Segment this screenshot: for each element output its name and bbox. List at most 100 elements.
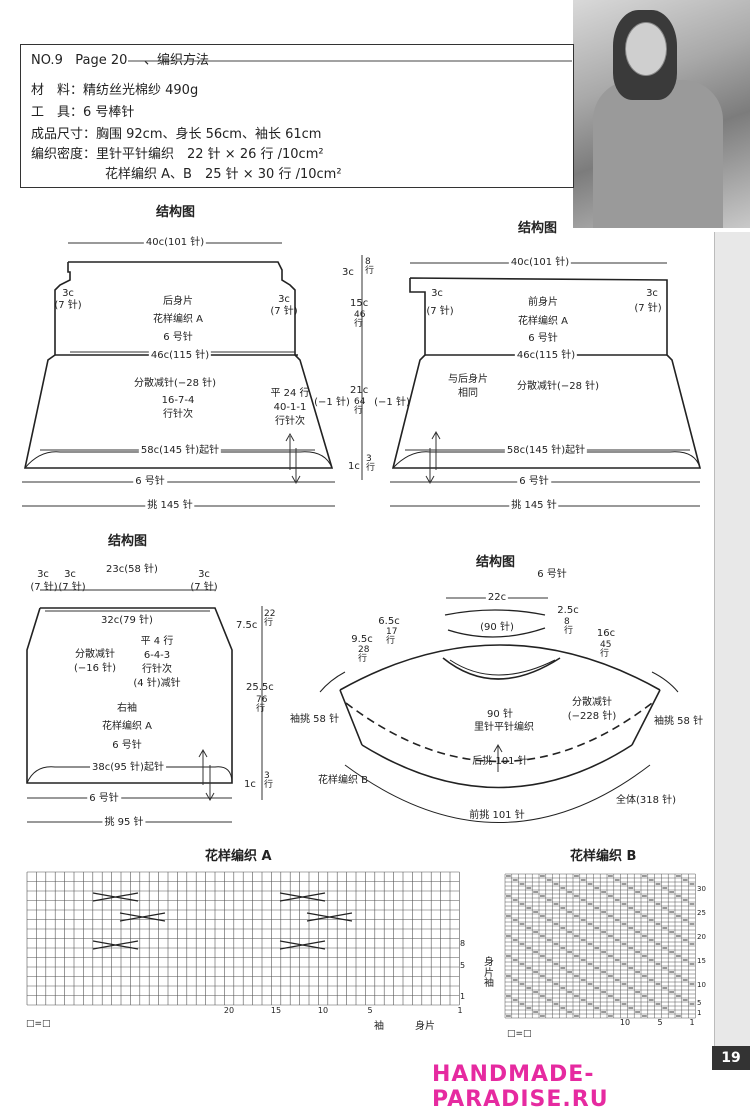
chart-b-grid: [504, 873, 696, 1019]
back-left-3c: 3c: [62, 288, 74, 299]
back-flat: 平 24 行: [270, 388, 310, 399]
back-needle-bottom: 6 号针: [133, 476, 167, 487]
yoke-needle: 6 号针: [537, 569, 567, 580]
chart-b-title: 花样编织 B: [570, 849, 637, 864]
dim-46rows: 46 行: [354, 310, 366, 329]
front-left-3c: 3c: [431, 288, 443, 299]
chart-a-col15: 15: [270, 1006, 282, 1015]
yoke-w22: 22c: [485, 592, 509, 603]
gauge-line-2: 花样编织 A、B 25 针 × 30 行 /10cm²: [105, 167, 342, 182]
side-strip: [714, 232, 750, 1048]
back-rule2: 行针次: [163, 409, 193, 420]
yoke-n90b: 90 针: [487, 709, 513, 720]
dim-3rows: 3 行: [366, 454, 376, 473]
back-rule: 16-7-4: [161, 395, 195, 406]
yoke-a4: 16c: [596, 628, 616, 639]
chart-a-body-mark: 身片: [415, 1021, 435, 1032]
chart-b-row30: 30: [697, 885, 706, 893]
size-line: 成品尺寸：胸围 92cm、身长 56cm、袖长 61cm: [31, 127, 322, 142]
chart-b-col10: 10: [619, 1018, 631, 1027]
sleeve-tl1: 3c: [37, 569, 49, 580]
chart-b-row15: 15: [697, 957, 706, 965]
sleeve-tl1b: (7 针): [30, 582, 58, 593]
front-same: 与后身片: [448, 374, 488, 385]
sleeve-needle-bottom: 6 号针: [87, 793, 121, 804]
sleeve-tl2: 3c: [64, 569, 76, 580]
sleeve-h3: 1c: [244, 779, 256, 790]
yoke-decrease2: (−228 针): [567, 711, 617, 722]
yoke-a2b: 28 行: [358, 645, 370, 664]
back-bottom: 58c(145 针)起针: [138, 445, 222, 456]
back-pick: 挑 145 针: [145, 500, 195, 511]
yoke-a1: 6.5c: [378, 616, 400, 627]
back-flat3: 行针次: [275, 416, 305, 427]
sleeve-h2b: 76 行: [256, 695, 268, 714]
sleeve-h2: 25.5c: [246, 682, 274, 693]
yoke-a2: 9.5c: [351, 634, 373, 645]
back-decrease: 分散减针(−28 针): [133, 378, 217, 389]
dim-15c: 15c: [350, 298, 369, 309]
front-needle: 6 号针: [528, 333, 558, 344]
chart-a-sleeve-mark: 袖: [374, 1021, 384, 1032]
pattern-number: NO.9: [31, 53, 63, 68]
sleeve-title: 结构图: [108, 534, 148, 549]
chart-a-row1: 1: [460, 992, 466, 1001]
sleeve-h1b: 22 行: [264, 609, 276, 628]
back-needle: 6 号针: [163, 332, 193, 343]
back-minus: (−1 针): [314, 397, 350, 408]
back-title: 结构图: [156, 205, 196, 220]
watermark: HANDMADE-PARADISE.RU: [432, 1062, 609, 1112]
yoke-sleeve-left: 袖挑 58 针: [290, 714, 340, 725]
back-right-3c: 3c: [278, 294, 290, 305]
chart-b-row20: 20: [697, 933, 706, 941]
yoke-a3b: 8 行: [564, 617, 574, 636]
sleeve-shape: [26, 607, 233, 784]
dim-1c: 1c: [348, 461, 360, 472]
sleeve-flat2: 6-4-3: [143, 650, 171, 661]
dim-8rows: 8 行: [365, 257, 375, 276]
sleeve-name: 右袖: [117, 703, 137, 714]
dim-21c: 21c: [350, 385, 369, 396]
front-decrease: 分散减针(−28 针): [516, 381, 600, 392]
sleeve-dec: 分散减针: [75, 649, 115, 660]
front-waist: 46c(115 针): [514, 350, 578, 361]
front-left-7: (7 针): [426, 306, 454, 317]
sleeve-top-width: 23c(58 针): [104, 564, 160, 575]
chart-b-col5: 5: [657, 1018, 663, 1027]
front-pick: 挑 145 针: [509, 500, 559, 511]
back-waist: 46c(115 针): [148, 350, 212, 361]
back-right-7: (7 针): [270, 306, 298, 317]
sleeve-flat4: (4 针)减针: [133, 678, 181, 689]
chart-a-legend: □=□: [26, 1019, 51, 1029]
front-needle-bottom: 6 号针: [517, 476, 551, 487]
chart-a-title: 花样编织 A: [205, 849, 272, 864]
chart-a-col20: 20: [223, 1006, 235, 1015]
front-title: 结构图: [518, 221, 558, 236]
front-name: 前身片: [528, 297, 558, 308]
model-photo: [573, 0, 750, 228]
dim-64rows: 64 行: [354, 397, 366, 416]
yoke-decrease: 分散减针: [572, 697, 612, 708]
front-top-width: 40c(101 针): [508, 257, 572, 268]
yoke-shape: [319, 609, 679, 823]
sleeve-trb: (7 针): [190, 582, 218, 593]
tools-line: 工 具：6 号棒针: [31, 105, 135, 120]
front-right-7: (7 针): [634, 303, 662, 314]
sleeve-dec2: (−16 针): [73, 663, 117, 674]
back-top-width: 40c(101 针): [143, 237, 207, 248]
info-box: NO.9 Page 20 、编织方法 材 料：精纺丝光棉纱 490g 工 具：6…: [20, 44, 574, 188]
gauge-line-1: 编织密度：里针平针编织 22 针 × 26 行 /10cm²: [31, 147, 324, 162]
sleeve-needle: 6 号针: [112, 740, 142, 751]
sleeve-tl2b: (7 针): [58, 582, 86, 593]
front-right-3c: 3c: [646, 288, 658, 299]
sleeve-flat3: 行针次: [142, 664, 172, 675]
sleeve-bottom: 38c(95 针)起针: [90, 762, 166, 773]
front-pattern: 花样编织 A: [517, 316, 569, 327]
sleeve-flat: 平 4 行: [140, 636, 174, 647]
chart-b-row10: 10: [697, 981, 706, 989]
chart-a-row8: 8: [460, 939, 466, 948]
sleeve-w32: 32c(79 针): [101, 615, 153, 626]
chart-a-row5: 5: [460, 961, 466, 970]
front-minus: (−1 针): [374, 397, 410, 408]
chart-a-col1: 1: [457, 1006, 463, 1015]
